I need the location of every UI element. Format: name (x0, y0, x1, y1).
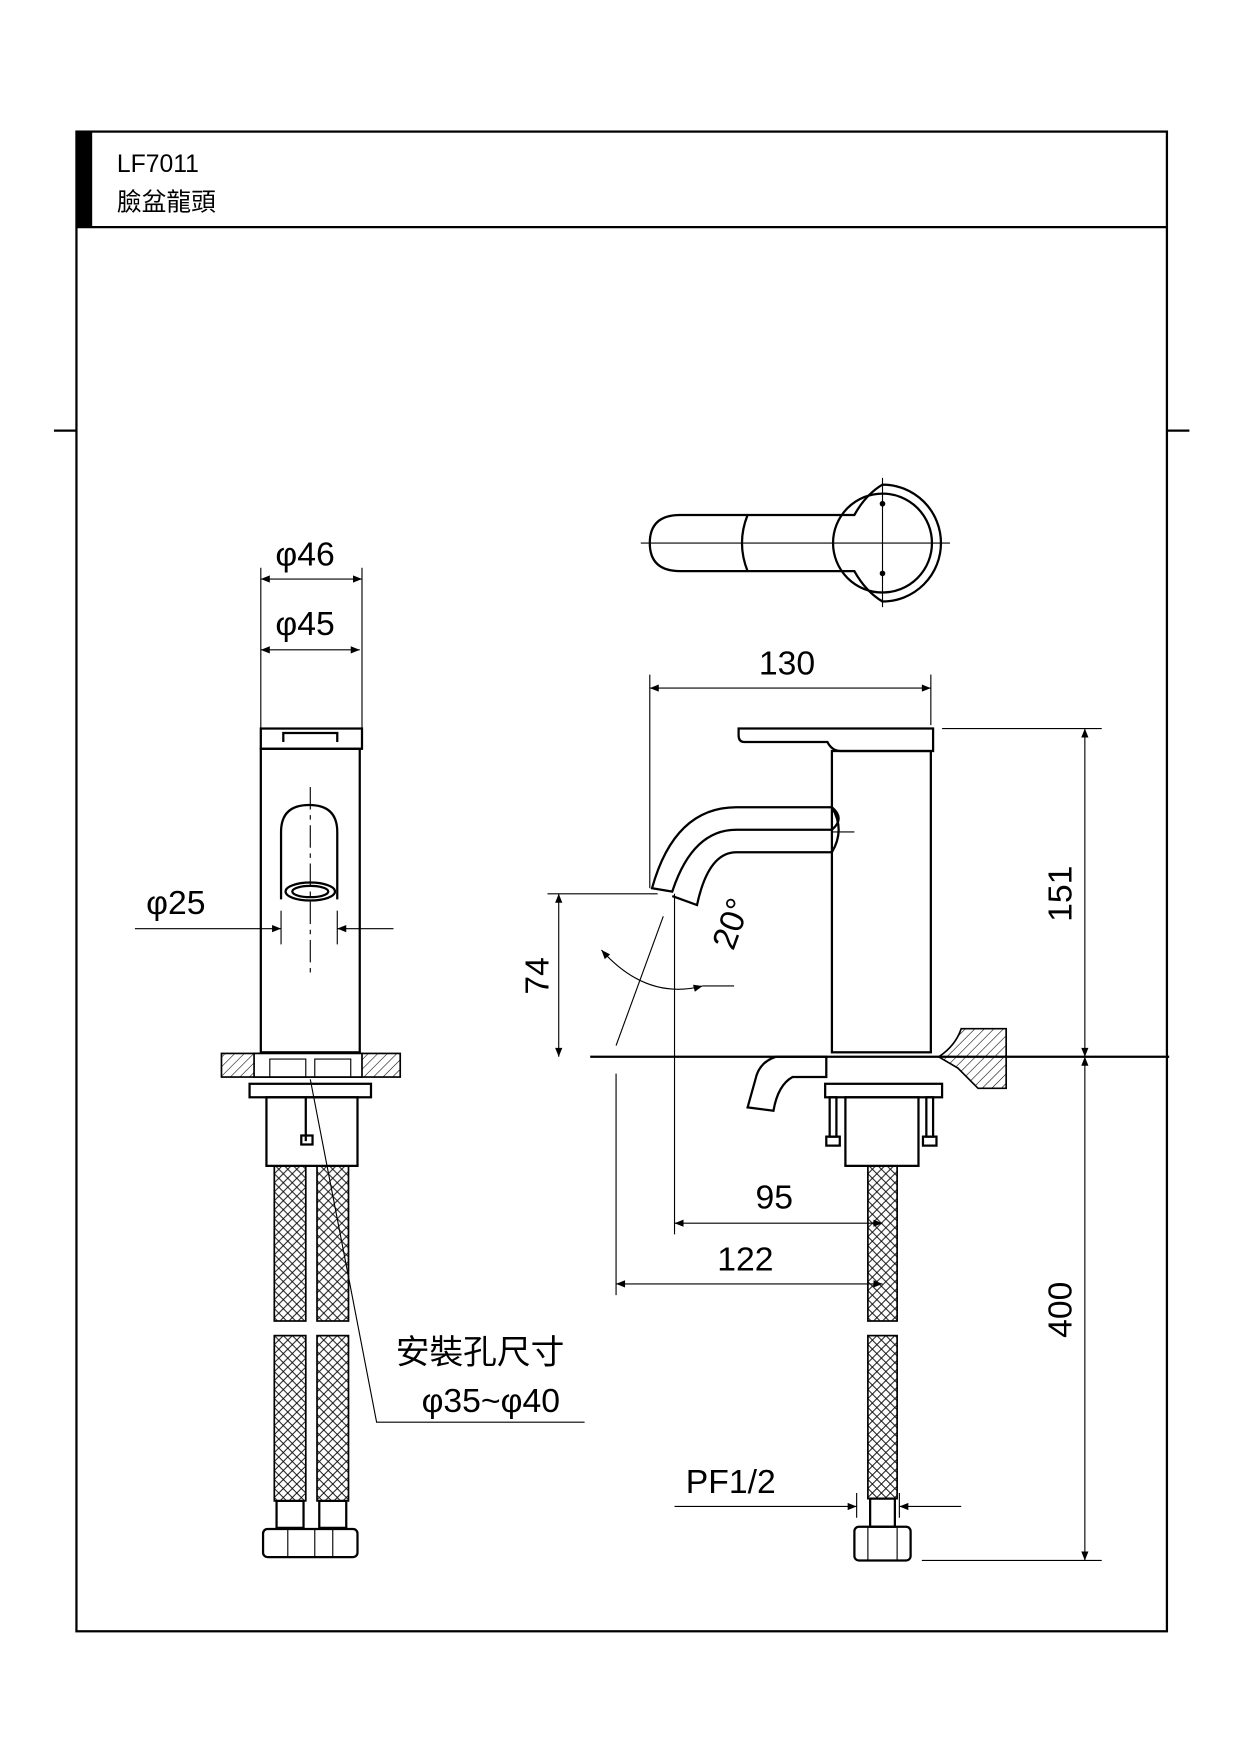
dim-angle-20: 20° (705, 893, 758, 954)
note-hole-range: φ35~φ40 (422, 1382, 560, 1420)
top-view (640, 477, 950, 608)
sheet-frame (53, 130, 1190, 1633)
product-name: 臉盆龍頭 (117, 188, 216, 216)
dimension-lines-front (134, 567, 585, 1423)
dim-phi46: φ46 (275, 536, 334, 574)
dimension-lines-side (547, 674, 1102, 1562)
dim-pf12: PF1/2 (686, 1463, 776, 1501)
dim-phi45: φ45 (275, 605, 334, 643)
side-view (590, 727, 1170, 1562)
dim-130: 130 (759, 645, 815, 683)
dim-400: 400 (1041, 1282, 1079, 1338)
dim-151: 151 (1041, 866, 1079, 922)
dim-122: 122 (717, 1240, 773, 1278)
dim-74: 74 (519, 957, 557, 995)
front-view (220, 727, 402, 1559)
dim-95: 95 (755, 1179, 793, 1217)
note-hole-label: 安裝孔尺寸 (396, 1334, 565, 1372)
dim-phi25: φ25 (146, 884, 205, 922)
model-number: LF7011 (117, 151, 199, 178)
